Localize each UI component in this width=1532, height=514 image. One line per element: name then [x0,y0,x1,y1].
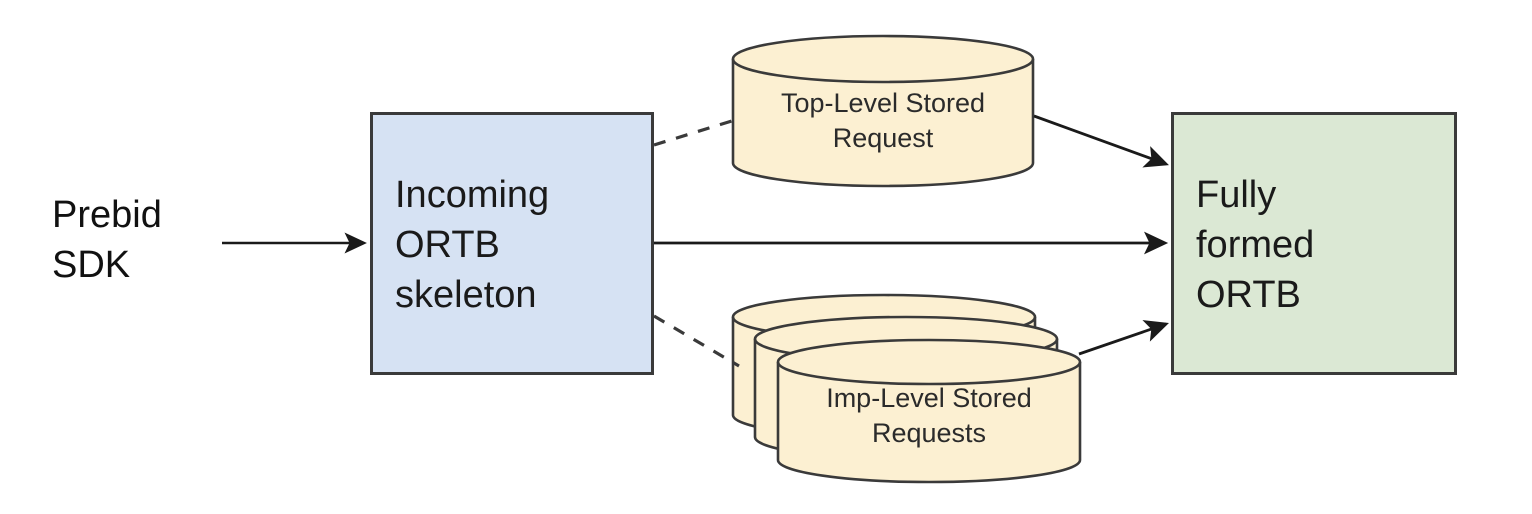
edge-imp-level-store-to-fully-formed[interactable] [1078,320,1169,356]
node-top-level-stored-request[interactable] [731,34,1035,188]
node-incoming-ortb-skeleton[interactable] [370,112,654,375]
edge-top-level-store-to-fully-formed[interactable] [1033,114,1169,168]
cylinder-front [776,338,1082,484]
node-fully-formed-ortb[interactable] [1171,112,1457,375]
edge-incoming-to-imp-level-store[interactable] [653,314,740,368]
edge-incoming-to-top-level-store[interactable] [653,118,736,147]
node-imp-level-stored-requests[interactable] [731,293,1082,484]
